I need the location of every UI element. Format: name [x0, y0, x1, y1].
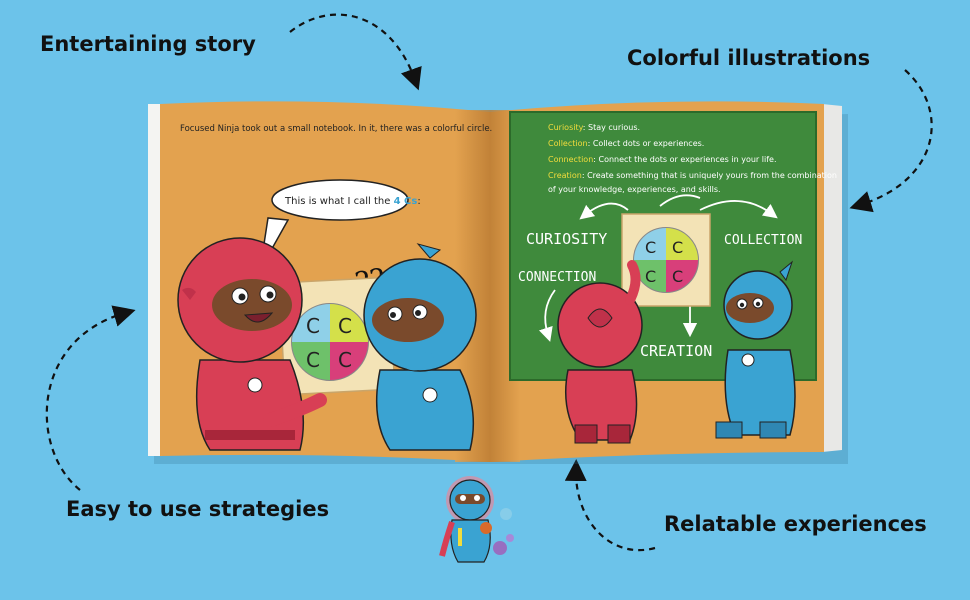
definition-collection: Collection: Collect dots or experiences.	[548, 139, 704, 148]
label-connection: CONNECTION	[518, 270, 596, 285]
definition-continuation: of your knowledge, experiences, and skil…	[548, 185, 721, 194]
board-labels: CURIOSITY COLLECTION CONNECTION CREATION	[518, 230, 802, 360]
arrow-strategies	[45, 305, 136, 491]
definition-creation: Creation: Create something that is uniqu…	[548, 171, 837, 180]
label-creation: CREATION	[640, 342, 712, 360]
red-ninja-right	[557, 260, 643, 444]
right-page-edge	[822, 104, 842, 452]
definitions-list: Curiosity: Stay curious. Collection: Col…	[548, 123, 837, 194]
svg-text:C: C	[306, 314, 320, 338]
feature-entertaining-story: Entertaining story	[40, 32, 256, 56]
board-arrows	[538, 194, 778, 342]
left-page-narration: Focused Ninja took out a small notebook.…	[180, 124, 492, 134]
blue-ninja-right	[715, 260, 796, 439]
definition-curiosity: Curiosity: Stay curious.	[548, 123, 640, 132]
svg-text:C: C	[338, 348, 352, 372]
definition-connection: Connection: Connect the dots or experien…	[548, 155, 777, 164]
blue-ninja-left	[363, 243, 477, 451]
label-collection: COLLECTION	[724, 233, 802, 248]
left-page-edge	[148, 104, 162, 456]
svg-text:C: C	[645, 238, 656, 257]
svg-text:C: C	[645, 267, 656, 286]
red-ninja-left	[177, 237, 327, 451]
svg-text:C: C	[672, 267, 683, 286]
speech-text: This is what I call the 4 Cs:	[284, 196, 421, 207]
feature-relatable-experiences: Relatable experiences	[664, 512, 927, 536]
svg-text:C: C	[672, 238, 683, 257]
speech-bubble: This is what I call the 4 Cs:	[259, 179, 421, 271]
label-curiosity: CURIOSITY	[526, 230, 607, 248]
feature-easy-strategies: Easy to use strategies	[66, 497, 330, 521]
svg-text:C: C	[306, 348, 320, 372]
svg-text:C: C	[338, 314, 352, 338]
mascot-ninja	[439, 476, 514, 563]
feature-colorful-illustrations: Colorful illustrations	[627, 46, 871, 70]
arrow-story	[289, 13, 422, 91]
dashed-arrows	[45, 13, 933, 552]
arrow-illustrations	[849, 69, 933, 213]
arrow-experiences	[564, 459, 656, 552]
